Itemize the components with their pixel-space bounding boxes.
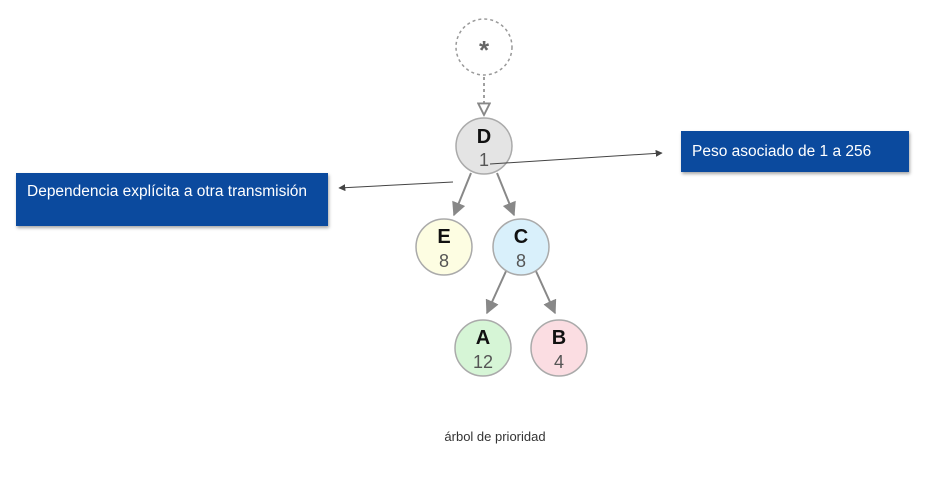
callout-dependency: Dependencia explícita a otra transmisión — [16, 173, 328, 226]
tree-node-c: C 8 — [492, 218, 550, 276]
node-a-label: A — [476, 327, 490, 349]
node-a-circle — [454, 319, 512, 377]
node-b-circle — [530, 319, 588, 377]
node-e-circle — [415, 218, 473, 276]
tree-node-b: B 4 — [530, 319, 588, 377]
root-symbol: * — [479, 35, 490, 65]
node-c-circle — [492, 218, 550, 276]
node-e-weight: 8 — [439, 251, 449, 271]
node-e-label: E — [437, 226, 450, 248]
diagram-caption: árbol de prioridad — [444, 429, 546, 444]
node-b-label: B — [552, 327, 566, 349]
tree-node-e: E 8 — [415, 218, 473, 276]
node-c-weight: 8 — [516, 251, 526, 271]
callout-dependency-arrow — [338, 181, 454, 192]
edge-d-to-c — [496, 172, 516, 217]
node-d-label: D — [477, 126, 491, 148]
node-a-weight: 12 — [473, 352, 493, 372]
callout-weight-arrow — [489, 149, 663, 165]
edge-d-to-e — [452, 172, 472, 217]
tree-node-a: A 12 — [454, 319, 512, 377]
callout-weight: Peso asociado de 1 a 256 — [681, 131, 909, 172]
node-c-label: C — [514, 226, 528, 248]
tree-node-d: D 1 — [455, 117, 513, 175]
node-d-circle — [455, 117, 513, 175]
node-d-weight: 1 — [479, 150, 489, 170]
edge-c-to-a — [485, 268, 508, 315]
node-b-weight: 4 — [554, 352, 564, 372]
tree-root-node: * — [455, 18, 513, 76]
edge-c-to-b — [534, 268, 557, 315]
root-circle — [455, 18, 513, 76]
